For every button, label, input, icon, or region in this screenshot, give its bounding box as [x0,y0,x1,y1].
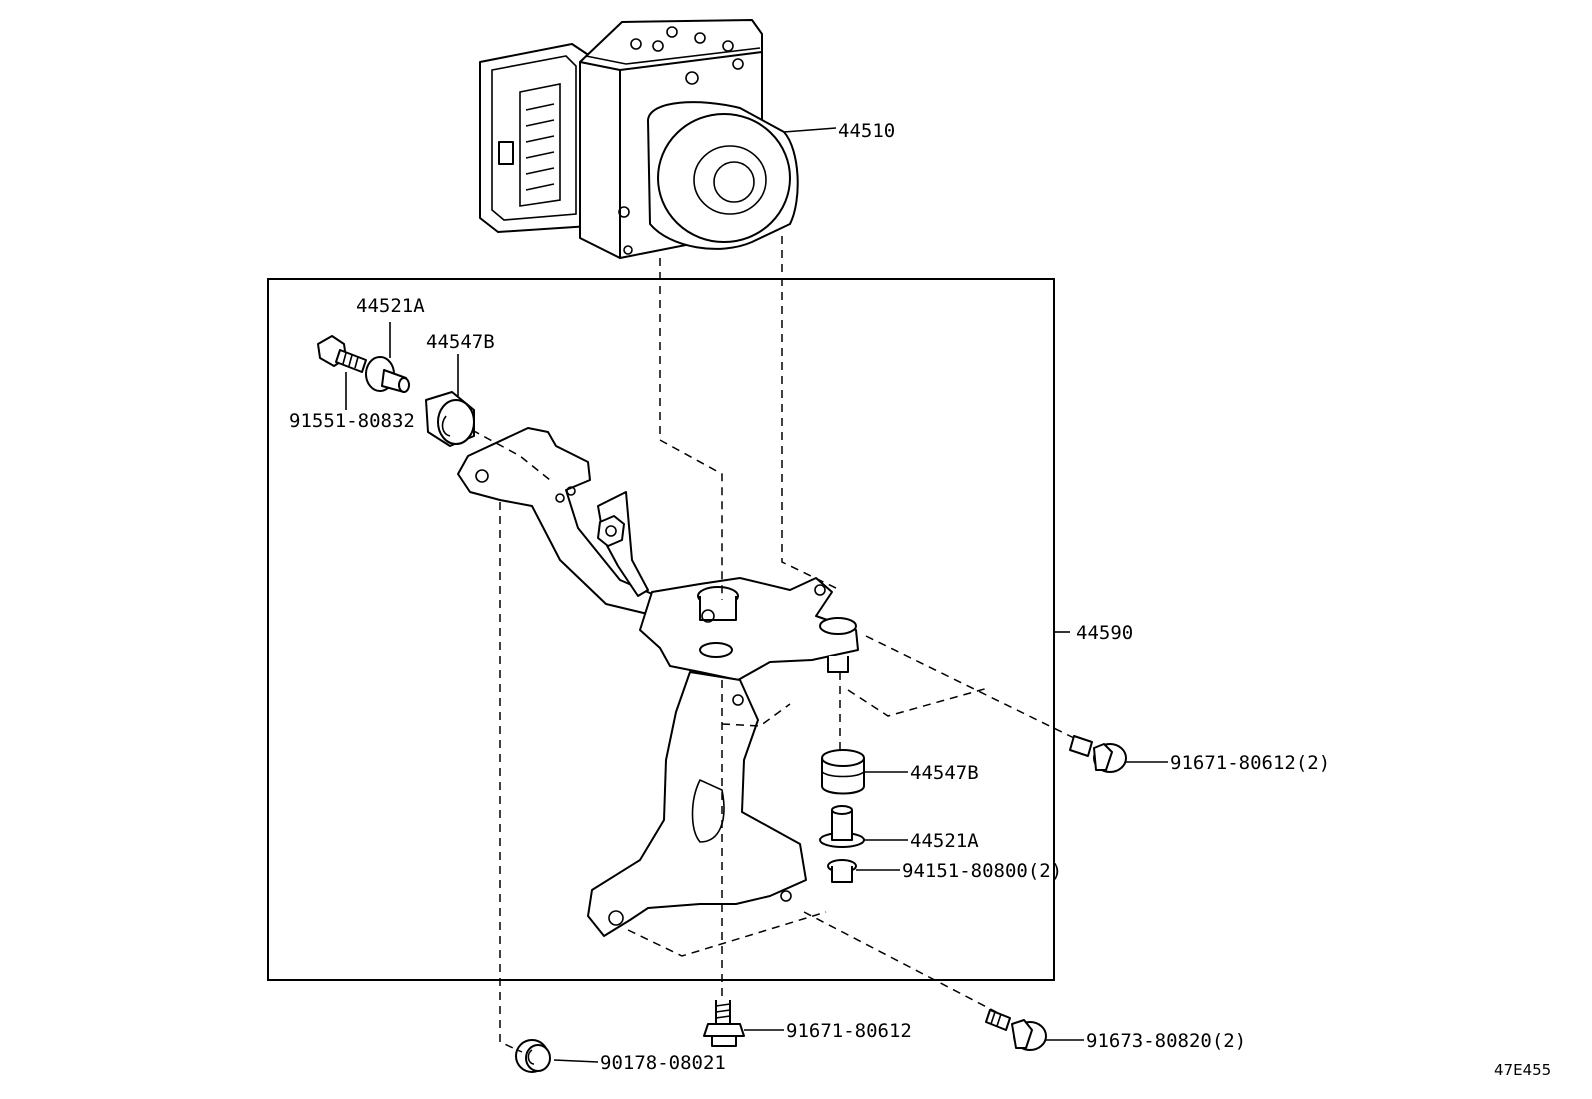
bolt-91671-80612-bottom [703,1000,745,1047]
label-91671-80612-right: 91671-80612(2) [1170,752,1330,774]
label-44521a-lower: 44521A [910,830,979,852]
label-44590: 44590 [1076,622,1133,644]
assembly-dashed-lines [471,236,1075,1053]
bushing-44521a-upper [365,356,410,393]
bolt-94151-80800 [827,859,857,883]
assembly-frame [267,278,1055,981]
label-91671-80612-bottom: 91671-80612 [786,1020,912,1042]
bolt-91551-80832 [317,335,367,373]
bolt-91673-80820 [985,1009,1047,1051]
label-91551-80832: 91551-80832 [289,410,415,432]
cushion-44547b-upper [425,391,475,447]
abs-actuator [479,19,799,259]
label-94151-80800: 94151-80800(2) [902,860,1062,882]
bushing-44521a-lower [819,805,865,848]
reference-code: 47E455 [1494,1061,1551,1079]
bracket [457,427,859,937]
bolt-91671-80612-right [1069,735,1127,773]
label-44521a-upper: 44521A [356,295,425,317]
label-44510: 44510 [838,120,895,142]
label-90178-08021: 90178-08021 [600,1052,726,1074]
label-44547b-upper: 44547B [426,331,495,353]
label-44547b-lower: 44547B [910,762,979,784]
leader-lines [345,127,1168,1063]
label-91673-80820: 91673-80820(2) [1086,1030,1246,1052]
nut-90178-08021 [515,1039,551,1073]
cushion-44547b-lower [821,749,865,795]
